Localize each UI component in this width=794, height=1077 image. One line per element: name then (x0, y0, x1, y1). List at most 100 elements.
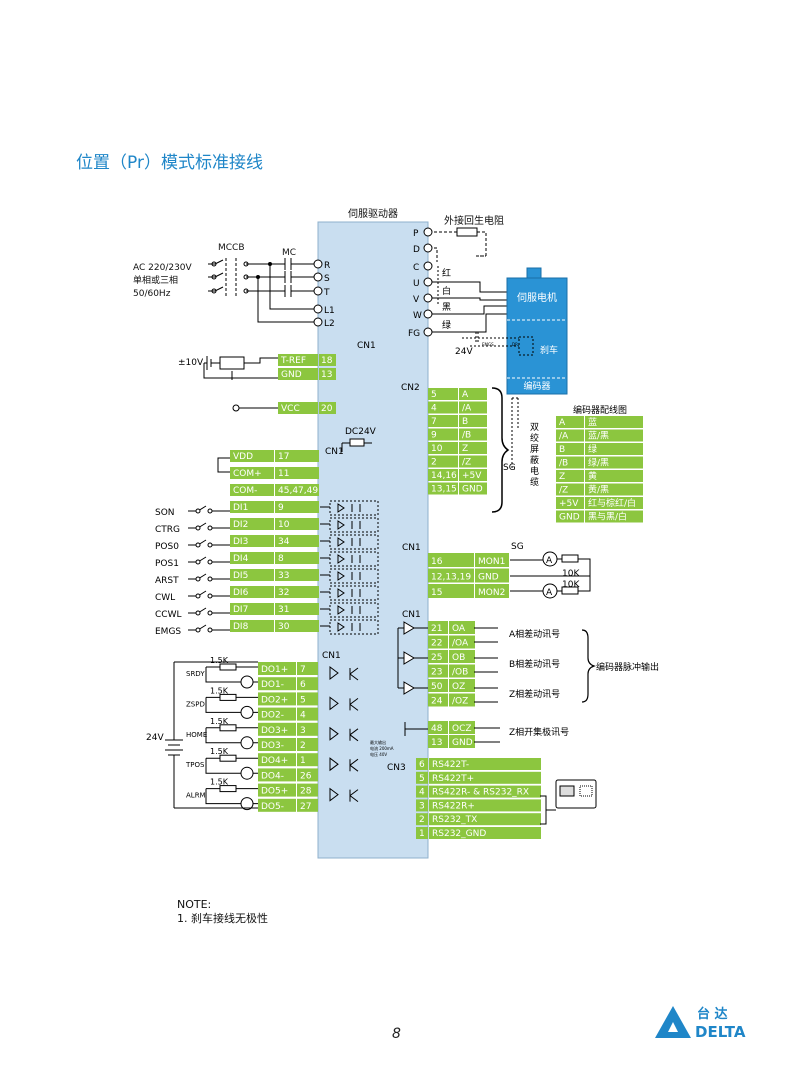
svg-text:/OZ: /OZ (452, 697, 468, 707)
svg-text:DI4: DI4 (233, 554, 249, 564)
svg-text:黄/黑: 黄/黑 (588, 484, 609, 496)
mon-res-1: 10K (562, 569, 580, 579)
note-line-1: 1. 刹车接线无极性 (177, 912, 268, 925)
optocoupler-icon (320, 500, 379, 516)
di-signal-label: CCWL (155, 610, 181, 620)
svg-text:A: A (546, 556, 553, 566)
di-signal-label: EMGS (155, 627, 181, 637)
optocoupler-icon (320, 551, 379, 567)
svg-text:4: 4 (300, 711, 306, 721)
do-note-1: 最大输出 (370, 739, 386, 745)
svg-text:/OB: /OB (452, 668, 468, 678)
led-icon (240, 705, 254, 719)
svg-text:GND: GND (281, 370, 302, 380)
svg-text:VCC: VCC (281, 404, 300, 414)
cn3-label: CN3 (387, 763, 406, 773)
svg-text:20: 20 (321, 404, 333, 414)
wire-color-red: 红 (442, 267, 451, 279)
svg-text:电: 电 (530, 465, 539, 477)
di-signal-label: POS0 (155, 542, 179, 552)
svg-text:/B: /B (559, 459, 568, 469)
wire-color-green: 绿 (442, 319, 451, 331)
svg-text:50: 50 (431, 682, 443, 692)
svg-text:45,47,49: 45,47,49 (278, 486, 318, 496)
svg-text:W: W (413, 311, 422, 321)
pulse-label-b: B相差动讯号 (509, 658, 560, 670)
pulse-label-a: A相差动讯号 (509, 628, 560, 640)
svg-text:COM+: COM+ (233, 469, 262, 479)
cn2-row: 2/Z (428, 455, 487, 468)
svg-text:蔽: 蔽 (530, 454, 539, 466)
svg-text:DO5-: DO5- (261, 802, 284, 812)
svg-text:DI3: DI3 (233, 537, 248, 547)
di-row: COM+ 11 (230, 467, 319, 479)
cn1-label-mon: CN1 (402, 543, 421, 553)
do-resistor-label: 1.5K (210, 717, 229, 726)
svg-text:5: 5 (431, 390, 437, 400)
svg-text:18: 18 (321, 356, 333, 366)
svg-text:26: 26 (300, 771, 312, 781)
svg-text:B: B (462, 417, 468, 427)
svg-text:48: 48 (431, 724, 443, 734)
page-title: 位置（Pr）模式标准接线 (76, 153, 263, 173)
svg-text:4: 4 (419, 788, 425, 798)
do-row: DO5+28 (258, 783, 318, 797)
di-signal-label: SON (155, 508, 175, 518)
svg-text:DI7: DI7 (233, 605, 248, 615)
di-row: COM-45,47,49 (230, 484, 319, 496)
svg-text:DI8: DI8 (233, 622, 249, 632)
di-signal-label: CWL (155, 593, 175, 603)
optocoupler-icon (320, 517, 379, 533)
svg-text:2: 2 (419, 815, 425, 825)
svg-text:3: 3 (300, 726, 306, 736)
svg-text:红与棕红/白: 红与棕红/白 (588, 497, 636, 509)
regen-wiring (429, 231, 487, 262)
optocoupler-icon (320, 568, 379, 584)
motor-wiring (432, 266, 508, 333)
svg-text:DI1: DI1 (233, 503, 248, 513)
do-row: DO4-26 (258, 768, 318, 782)
cn1-label-do: CN1 (322, 651, 341, 661)
svg-text:A: A (546, 588, 553, 598)
do-note-2: 电流 200mA (370, 745, 394, 751)
led-icon (240, 736, 254, 750)
do-resistor-label: 1.5K (210, 656, 229, 665)
optocoupler-icon (329, 726, 359, 742)
svg-text:DO4+: DO4+ (261, 756, 288, 766)
di-row: DI1 9 (230, 501, 319, 513)
do-signal-label: ZSPD (186, 700, 205, 708)
sg-label-cn2: SG (503, 463, 516, 473)
svg-text:11: 11 (278, 469, 289, 479)
led-icon (240, 675, 254, 689)
note-head: NOTE: (177, 898, 212, 911)
svg-text:6: 6 (419, 760, 425, 770)
svg-text:黄: 黄 (588, 470, 597, 482)
svg-text:OCZ: OCZ (452, 724, 472, 734)
svg-text:DO2+: DO2+ (261, 695, 288, 705)
encoder-map-title: 编码器配线图 (573, 404, 627, 416)
svg-text:/A: /A (462, 404, 472, 414)
svg-text:10: 10 (431, 444, 443, 454)
svg-text:9: 9 (278, 503, 284, 513)
svg-text:4: 4 (431, 404, 437, 414)
do-resistor-label: 1.5K (210, 747, 229, 756)
svg-text:13: 13 (321, 370, 332, 380)
svg-text:6: 6 (300, 680, 306, 690)
svg-text:DO1-: DO1- (261, 680, 284, 690)
svg-text:22: 22 (431, 639, 442, 649)
optocoupler-icon (320, 602, 379, 618)
do-resistor-label: 1.5K (210, 686, 229, 695)
svg-text:屏: 屏 (530, 444, 539, 455)
brake-24v: 24V (455, 347, 473, 357)
wire-color-black: 黑 (442, 302, 451, 313)
